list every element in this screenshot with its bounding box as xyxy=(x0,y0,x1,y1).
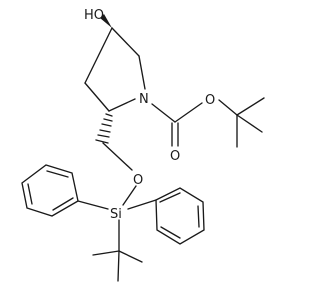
bond-tbutyl-methyl-b xyxy=(118,250,143,263)
bond-tbutyl-methyl-c xyxy=(117,250,120,282)
atom-label-silicon: Si xyxy=(110,207,122,222)
hashed-bond-c2-ch2 xyxy=(95,113,113,144)
phenyl-ring-left xyxy=(21,164,109,217)
pyrrolidine-ring xyxy=(84,27,146,112)
bond-oether-tbutyl xyxy=(218,99,238,116)
bond-o-si xyxy=(122,185,137,206)
phenyl-left-double-3 xyxy=(52,197,74,211)
phenyl-left-hexagon xyxy=(21,164,79,217)
atom-label-hydroxyl: HO xyxy=(84,8,104,23)
phenyl-right-double-1 xyxy=(159,192,181,203)
bond-c4-c5 xyxy=(111,27,140,57)
bond-tbutyl-methyl-1 xyxy=(236,97,265,116)
bond-c3-c4 xyxy=(84,27,113,84)
bond-tbutyl-methyl-2 xyxy=(236,114,263,133)
boc-group xyxy=(151,97,265,148)
bond-si-phenyl-left xyxy=(77,200,109,210)
atom-label-carbonyl-oxygen: O xyxy=(170,149,180,164)
phenyl-left-double-1 xyxy=(46,170,69,178)
bond-si-phenyl-right xyxy=(127,199,157,210)
structure-diagram: HO N O O O Si xyxy=(21,8,265,282)
molecule-svg: HO N O O O Si xyxy=(21,8,265,282)
phenyl-right-double-2 xyxy=(197,205,200,228)
bond-carbonyl-oether xyxy=(174,102,203,123)
atom-label-ether-oxygen: O xyxy=(205,93,215,108)
phenyl-right-hexagon xyxy=(155,187,205,245)
bond-tbutyl-methyl-a xyxy=(92,250,120,256)
atom-label-silyl-oxygen: O xyxy=(133,173,143,188)
wedge-bond-c4-oh xyxy=(100,14,112,28)
bond-c2-c3 xyxy=(84,82,110,112)
phenyl-right-double-3 xyxy=(160,226,181,239)
phenyl-ring-right xyxy=(127,187,205,245)
bond-c5-n1 xyxy=(138,55,146,90)
atom-label-nitrogen: N xyxy=(139,92,149,107)
phenyl-left-double-2 xyxy=(27,183,33,205)
bond-n1-c2 xyxy=(108,98,136,112)
silyl-tbutyl-group xyxy=(92,219,143,282)
bond-n-carbonyl xyxy=(151,103,176,123)
bond-ch2-o xyxy=(102,142,133,171)
